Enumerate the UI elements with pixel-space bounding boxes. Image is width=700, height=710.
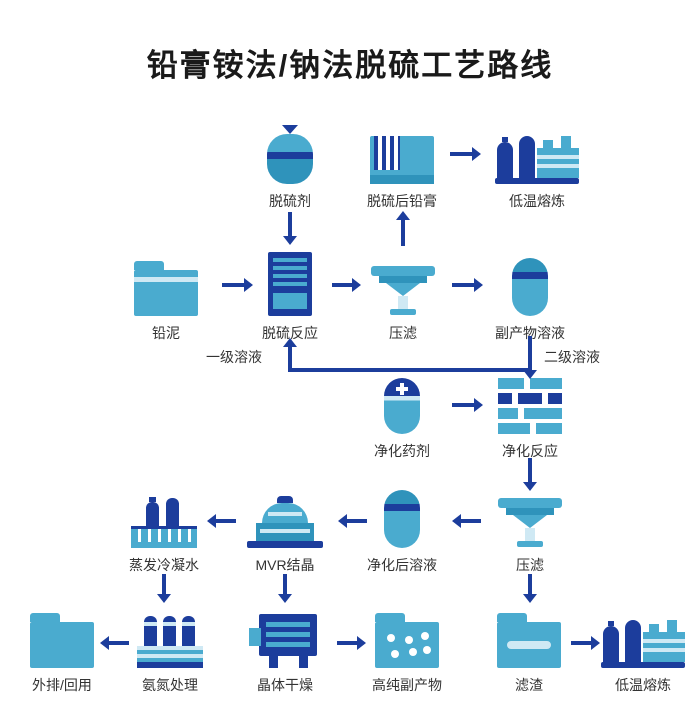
smelting-icon [495, 130, 579, 184]
line-recycle-horizontal [288, 368, 530, 372]
node-label: 副产物溶液 [495, 325, 565, 341]
node-label: 净化后溶液 [367, 557, 437, 573]
node-label: MVR结晶 [255, 557, 315, 573]
filter-press-icon [498, 498, 562, 548]
node-label: 净化反应 [502, 443, 558, 459]
arrow-residue-to-smelting [571, 636, 600, 650]
arrow-mvr-to-condensate [207, 514, 236, 528]
node-byproduct-solution: 副产物溶液 [485, 250, 575, 343]
striped-container-icon [370, 136, 434, 184]
node-desulfurizer: 脱硫剂 [245, 125, 335, 211]
node-label: 脱硫后铅膏 [367, 193, 437, 209]
arrow-ammonia-to-discharge [100, 636, 129, 650]
arrow-desulfurizer-to-reaction [283, 212, 297, 245]
diagram-title: 铅膏铵法/钠法脱硫工艺路线 [146, 48, 554, 83]
node-label: 脱硫剂 [269, 193, 311, 209]
node-label: 铅泥 [152, 325, 180, 341]
arrow-filter-to-purified [452, 514, 481, 528]
arrow-paste-to-smelting [450, 147, 481, 161]
node-label: 压滤 [389, 325, 417, 341]
node-label: 氨氮处理 [142, 677, 198, 693]
node-high-purity-byproduct: 高纯副产物 [357, 610, 457, 695]
arrow-filter-to-paste [396, 211, 410, 246]
folder-dots-icon [375, 613, 439, 668]
node-desulfurized-paste: 脱硫后铅膏 [347, 126, 457, 211]
arrow-reaction-to-filter [332, 278, 361, 292]
node-label: 低温熔炼 [615, 677, 671, 693]
node-filter-press-top: 压滤 [358, 250, 448, 343]
node-label: 蒸发冷凝水 [129, 557, 199, 573]
node-purification-agent: 净化药剂 [357, 374, 447, 461]
arrow-condensate-to-ammonia [157, 574, 171, 603]
node-label: 晶体干燥 [257, 677, 313, 693]
node-label: 外排/回用 [32, 677, 92, 693]
capsule-icon [384, 490, 420, 548]
arrow-leadmud-to-reaction [222, 278, 253, 292]
node-label: 净化药剂 [374, 443, 430, 459]
arrow-mvr-to-drying [278, 574, 292, 603]
node-label: 高纯副产物 [372, 677, 442, 693]
node-mvr-crystallization: MVR结晶 [235, 494, 335, 575]
arrow-byproduct-to-purification [523, 336, 537, 379]
reactor-rack-icon [268, 252, 312, 316]
capsule-icon [512, 258, 548, 316]
folder-stripe-icon [497, 613, 561, 668]
pallet-grid-icon [498, 378, 562, 434]
factory-columns-icon [137, 610, 203, 668]
node-evaporation-condensate: 蒸发冷凝水 [114, 494, 214, 575]
node-label: 压滤 [516, 557, 544, 573]
node-lead-mud: 铅泥 [121, 250, 211, 343]
arrow-agent-to-purification [452, 398, 483, 412]
node-desulfurization-reaction: 脱硫反应 [245, 250, 335, 343]
folder-icon [134, 261, 198, 316]
node-filter-press-bottom: 压滤 [485, 494, 575, 575]
arrow-purified-to-mvr [338, 514, 367, 528]
edge-label-secondary-solution: 二级溶液 [544, 349, 600, 365]
dryer-machine-icon [249, 614, 321, 668]
edge-label-primary-solution: 一级溶液 [206, 349, 262, 365]
arrow-purification-to-filter [523, 458, 537, 491]
node-label: 低温熔炼 [509, 193, 565, 209]
tank-icon [267, 125, 313, 184]
node-filter-residue: 滤渣 [484, 610, 574, 695]
arrow-drying-to-byproduct [337, 636, 366, 650]
node-purified-solution: 净化后溶液 [352, 490, 452, 575]
node-ammonia-treatment: 氨氮处理 [122, 610, 218, 695]
folder-icon [30, 613, 94, 668]
node-smelting-top: 低温熔炼 [482, 126, 592, 211]
bottles-platform-icon [131, 497, 197, 548]
smelting-icon [601, 614, 685, 668]
node-smelting-bottom: 低温熔炼 [593, 610, 693, 695]
node-label: 滤渣 [515, 677, 543, 693]
arrow-filter-to-residue [523, 574, 537, 603]
dome-icon [247, 496, 323, 548]
filter-press-icon [371, 266, 435, 316]
arrow-filter-to-byproduct [452, 278, 483, 292]
medicine-capsule-icon [384, 378, 420, 434]
node-crystal-drying: 晶体干燥 [235, 610, 335, 695]
node-purification-reaction: 净化反应 [485, 374, 575, 461]
node-discharge-reuse: 外排/回用 [17, 610, 107, 695]
arrow-recycle-to-reaction [283, 338, 297, 368]
node-label: 脱硫反应 [262, 325, 318, 341]
